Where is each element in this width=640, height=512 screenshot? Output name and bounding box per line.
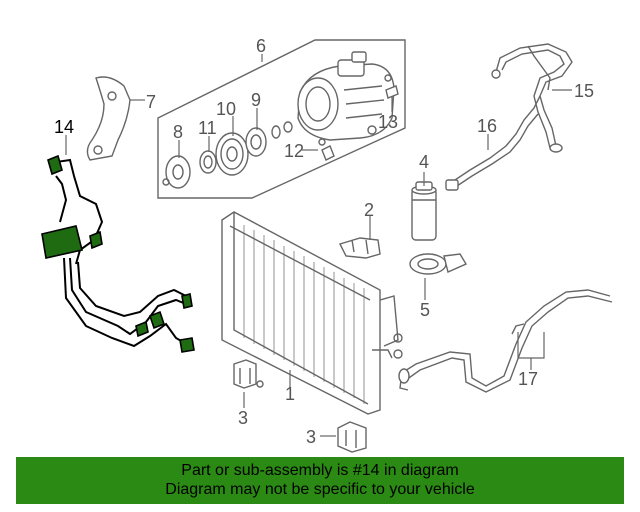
- callout-15[interactable]: 15: [574, 81, 594, 101]
- banner-line-2: Diagram may not be specific to your vehi…: [165, 481, 475, 498]
- callout-11[interactable]: 11: [198, 118, 217, 138]
- callout-9[interactable]: 9: [251, 90, 261, 110]
- banner-line-1: Part or sub-assembly is #14 in diagram: [181, 462, 459, 479]
- callout-2[interactable]: 2: [364, 200, 374, 220]
- callout-labels: 1 2 3 3 4 5 6 7 8 9 10 11 12 13 14 15 16…: [54, 36, 594, 447]
- callout-4[interactable]: 4: [419, 152, 429, 172]
- part-17-line[interactable]: [398, 289, 613, 393]
- callout-1[interactable]: 1: [285, 384, 295, 404]
- compressor[interactable]: [297, 51, 395, 141]
- callout-3-upper[interactable]: 3: [238, 408, 248, 428]
- parts-diagram: 1 2 3 3 4 5 6 7 8 9 10 11 12 13 14 15 16…: [41, 36, 613, 453]
- part-8-clutch-plate[interactable]: [162, 155, 191, 189]
- part-7-bracket[interactable]: [86, 76, 131, 161]
- part-11-ring[interactable]: [199, 150, 217, 174]
- callout-13[interactable]: 13: [378, 112, 398, 132]
- callout-7[interactable]: 7: [146, 92, 156, 112]
- part-3-bracket-upper[interactable]: [233, 359, 264, 389]
- part-4-receiver-drier[interactable]: [411, 181, 437, 241]
- part-1-condenser[interactable]: [221, 211, 403, 415]
- compressor-panel: [157, 39, 406, 199]
- callout-5[interactable]: 5: [420, 300, 430, 320]
- callout-14[interactable]: 14: [54, 117, 74, 137]
- callout-6[interactable]: 6: [256, 36, 266, 56]
- part-12-fitting[interactable]: [318, 138, 335, 161]
- callout-12[interactable]: 12: [284, 141, 304, 161]
- info-banner: Part or sub-assembly is #14 in diagram D…: [16, 457, 624, 504]
- part-10-pulley[interactable]: [215, 132, 249, 176]
- callout-8[interactable]: 8: [173, 122, 183, 142]
- leader-lines: [65, 54, 572, 437]
- part-16-line[interactable]: [445, 95, 541, 191]
- callout-17[interactable]: 17: [518, 369, 538, 389]
- callout-16[interactable]: 16: [477, 116, 497, 136]
- part-13-fitting[interactable]: [385, 85, 399, 99]
- part-14-hose-assembly[interactable]: [41, 154, 195, 353]
- part-9-coil[interactable]: [245, 121, 293, 157]
- part-15-line[interactable]: [491, 43, 573, 153]
- part-2-bracket[interactable]: [339, 237, 381, 259]
- callout-10[interactable]: 10: [216, 99, 236, 119]
- part-5-clamp[interactable]: [409, 253, 468, 275]
- callout-3-lower[interactable]: 3: [306, 427, 316, 447]
- part-3-bracket-lower[interactable]: [337, 421, 367, 453]
- condenser-fins: [243, 225, 365, 404]
